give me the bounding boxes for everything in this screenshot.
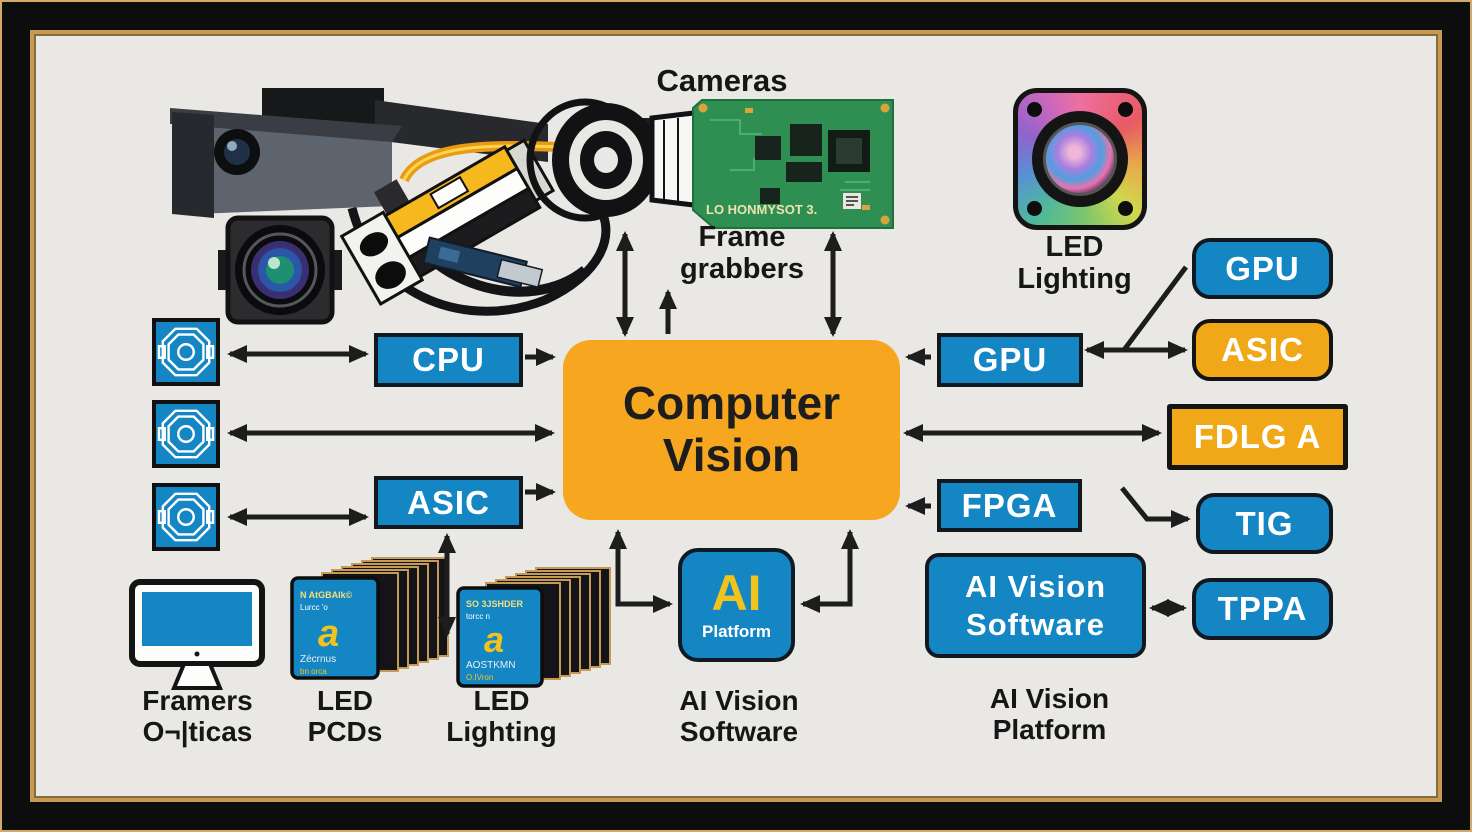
- framers-line2: O¬|ticas: [142, 715, 253, 747]
- ai-sw-line1: AI Vision: [964, 569, 1107, 605]
- gpu-mid-node: GPU: [937, 333, 1083, 387]
- ai-vision-software-node: AI Vision Software: [925, 553, 1146, 658]
- frame-grabbers-line2: grabbers: [679, 252, 805, 285]
- screw-icon: [1027, 201, 1042, 216]
- led-bottom-line1: LED: [473, 685, 530, 716]
- ai-vision-platform-label: AI Vision Platform: [952, 683, 1147, 746]
- ai-chip-title: AI: [711, 565, 762, 621]
- monitor-icon: [129, 579, 265, 690]
- screw-icon: [1027, 102, 1042, 117]
- cpu-node-label: CPU: [412, 341, 485, 378]
- card1-text-4: bn orca: [300, 667, 327, 676]
- card2-text-2: torcc n: [466, 612, 490, 621]
- led-lens-ring: [1032, 111, 1128, 207]
- led-lighting-stack-icon: SO 3JSHDER torcc n a AOSTKMN O.IVron: [456, 567, 611, 688]
- asic-right-node: ASIC: [1192, 319, 1333, 381]
- connector-arrows: [227, 231, 1191, 637]
- card1-text-1: N AtGBAlk©: [300, 590, 353, 600]
- asic-left-node-label: ASIC: [407, 483, 490, 521]
- cameras-label-text: Cameras: [656, 63, 788, 98]
- ai-platform-chip: AI Platform: [678, 548, 795, 662]
- card1-text-2: Lurcc 'o: [300, 603, 328, 612]
- fpga-node: FPGA: [937, 479, 1082, 532]
- fdlga-node-label: FDLG A: [1193, 418, 1322, 455]
- frame-grabbers-line1: Frame: [698, 221, 786, 253]
- computer-vision-node: Computer Vision: [563, 340, 900, 520]
- led-lighting-bottom-label: LED Lighting: [424, 685, 579, 748]
- ai-platform-line1: AI Vision: [989, 683, 1110, 714]
- pcb-silkscreen-text: LO HONMYSOT 3.: [706, 202, 817, 217]
- ai-sw-line2: Software: [966, 606, 1105, 642]
- card1-text-3: Zécrnus: [300, 654, 336, 665]
- camera-ribbon-pcb: [422, 236, 544, 289]
- led-pcds-line2: PCDs: [307, 715, 383, 747]
- led-pcds-label: LED PCDs: [281, 685, 409, 748]
- aperture-icon: [152, 400, 220, 468]
- tig-node-label: TIG: [1235, 504, 1294, 542]
- lens-mount-icon: [218, 215, 342, 325]
- ai-software-line1: AI Vision: [679, 685, 799, 716]
- fdlga-node: FDLG A: [1167, 404, 1348, 470]
- asic-left-node: ASIC: [374, 476, 523, 529]
- aperture-icon: [152, 483, 220, 551]
- computer-vision-line1: Computer: [622, 377, 841, 430]
- led-bottom-line2: Lighting: [446, 715, 557, 747]
- framers-opticas-label: Framers O¬|ticas: [110, 685, 285, 748]
- cameras-label: Cameras: [602, 63, 842, 98]
- cpu-node: CPU: [374, 333, 523, 387]
- tig-node: TIG: [1196, 493, 1333, 554]
- aperture-icon: [152, 318, 220, 386]
- tppa-node-label: TPPA: [1217, 590, 1308, 627]
- led-top-line2: Lighting: [1017, 262, 1132, 295]
- card1-logo: a: [318, 613, 339, 655]
- led-top-line1: LED: [1045, 231, 1104, 263]
- led-pcds-stack-icon: N AtGBAlk© Lurcc 'o a Zécrnus bn orca: [290, 557, 449, 680]
- framers-line1: Framers: [142, 685, 253, 716]
- pcb-board-icon: LO HONMYSOT 3.: [692, 99, 894, 229]
- industrial-camera-icon: [339, 138, 556, 306]
- ai-vision-software-label: AI Vision Software: [650, 685, 828, 748]
- gpu-mid-node-label: GPU: [972, 341, 1048, 378]
- computer-vision-line2: Vision: [662, 429, 801, 481]
- gpu-right-node-label: GPU: [1225, 249, 1300, 287]
- led-lighting-top-label: LED Lighting: [982, 231, 1167, 296]
- led-light-icon: [1013, 88, 1147, 230]
- card2-text-3: AOSTKMN: [466, 660, 515, 671]
- screw-icon: [1118, 102, 1133, 117]
- ai-platform-line2: Platform: [992, 713, 1107, 745]
- ai-software-line2: Software: [679, 715, 799, 747]
- led-pcds-line1: LED: [317, 685, 373, 716]
- fpga-node-label: FPGA: [961, 486, 1058, 524]
- gpu-right-node: GPU: [1192, 238, 1333, 299]
- led-lens: [1043, 122, 1117, 196]
- ai-chip-subtitle: Platform: [702, 622, 771, 641]
- frame-grabbers-label: Frame grabbers: [622, 221, 862, 286]
- asic-right-node-label: ASIC: [1221, 331, 1304, 368]
- card2-logo: a: [484, 619, 504, 660]
- card2-text-4: O.IVron: [466, 673, 493, 682]
- card2-text-1: SO 3JSHDER: [466, 599, 524, 609]
- screw-icon: [1118, 201, 1133, 216]
- tppa-node: TPPA: [1192, 578, 1333, 640]
